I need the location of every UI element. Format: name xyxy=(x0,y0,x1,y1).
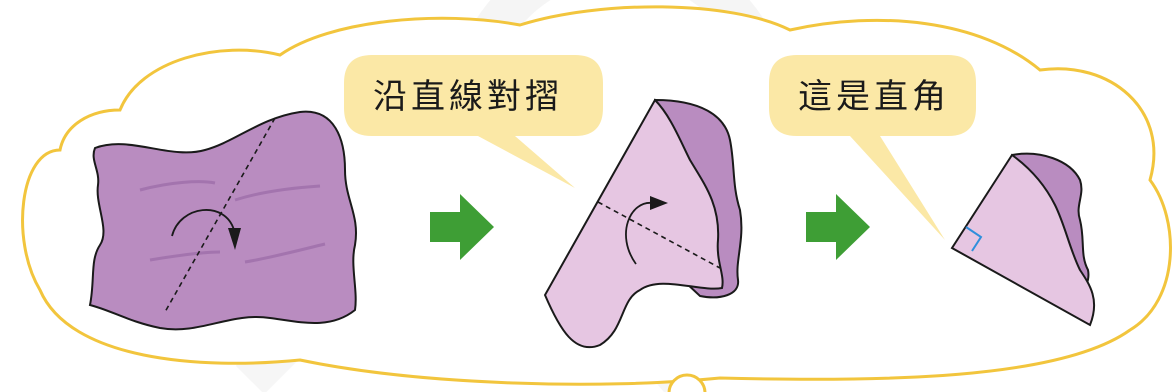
folded-paper xyxy=(543,98,743,348)
speech-bubble-1: 沿直線對摺 xyxy=(344,55,603,188)
right-arrow-icon xyxy=(806,194,870,260)
crumpled-paper xyxy=(88,110,357,331)
step-2-caption: 這是直角 xyxy=(798,77,950,117)
right-angle-icon xyxy=(965,226,983,252)
right-arrow-icon xyxy=(430,194,494,260)
speech-bubble-2: 這是直角 xyxy=(769,55,976,240)
curved-arrow-icon xyxy=(171,209,241,250)
curved-arrow-icon xyxy=(625,196,668,265)
fold-line xyxy=(164,117,276,313)
right-angle-paper xyxy=(950,152,1096,327)
thought-cloud-tail xyxy=(667,373,707,392)
step-1-caption: 沿直線對摺 xyxy=(373,77,563,117)
